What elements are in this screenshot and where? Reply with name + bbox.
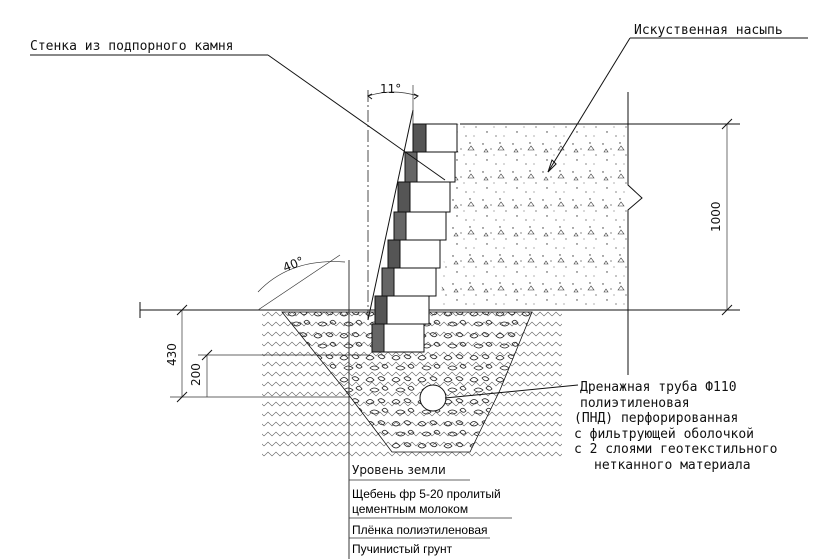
legend-gravel-line1: Щебень фр 5-20 пролитый [352,487,501,501]
legend-ground-level: Уровень земли [352,463,446,477]
pipe-label-leader [444,384,579,399]
dim-430-label: 430 [165,343,179,366]
svg-text:полиэтиленовая: полиэтиленовая [580,396,690,411]
retaining-wall-stones [371,123,458,353]
backfill-zone [440,124,628,310]
angle-11-arc [367,91,419,97]
svg-text:(ПНД) перфорированная: (ПНД) перфорированная [574,411,738,426]
gravel-trench [281,311,533,453]
svg-text:Дренажная труба Ф110: Дренажная труба Ф110 [580,380,737,395]
dim-200-label: 200 [189,363,203,386]
fill-break-line [627,92,643,375]
angle-40-arc [257,261,346,293]
angle-40-label: 40° [281,254,306,275]
legend-gravel-line2: цементным молоком [352,502,468,516]
legend: Уровень земли Щебень фр 5-20 пролитый це… [349,463,512,556]
wall-label: Стенка из подпорного камня [30,39,234,54]
angle-11-label: 11° [380,82,401,96]
pipe-description: Дренажная труба Ф110 полиэтиленовая (ПНД… [574,380,778,473]
dim-1000-label: 1000 [709,201,723,232]
legend-soil: Пучинистый грунт [352,542,453,556]
svg-text:с 2 слоями геотекстильного: с 2 слоями геотекстильного [574,442,778,457]
svg-text:с фильтрующей оболочкой: с фильтрующей оболочкой [574,427,754,442]
legend-film: Плёнка полиэтиленовая [352,523,488,537]
fill-label: Искуственная насыпь [634,23,783,38]
svg-text:нетканного материала: нетканного материала [594,458,751,473]
wall-batter-line [367,109,414,321]
drainage-pipe [419,384,447,412]
